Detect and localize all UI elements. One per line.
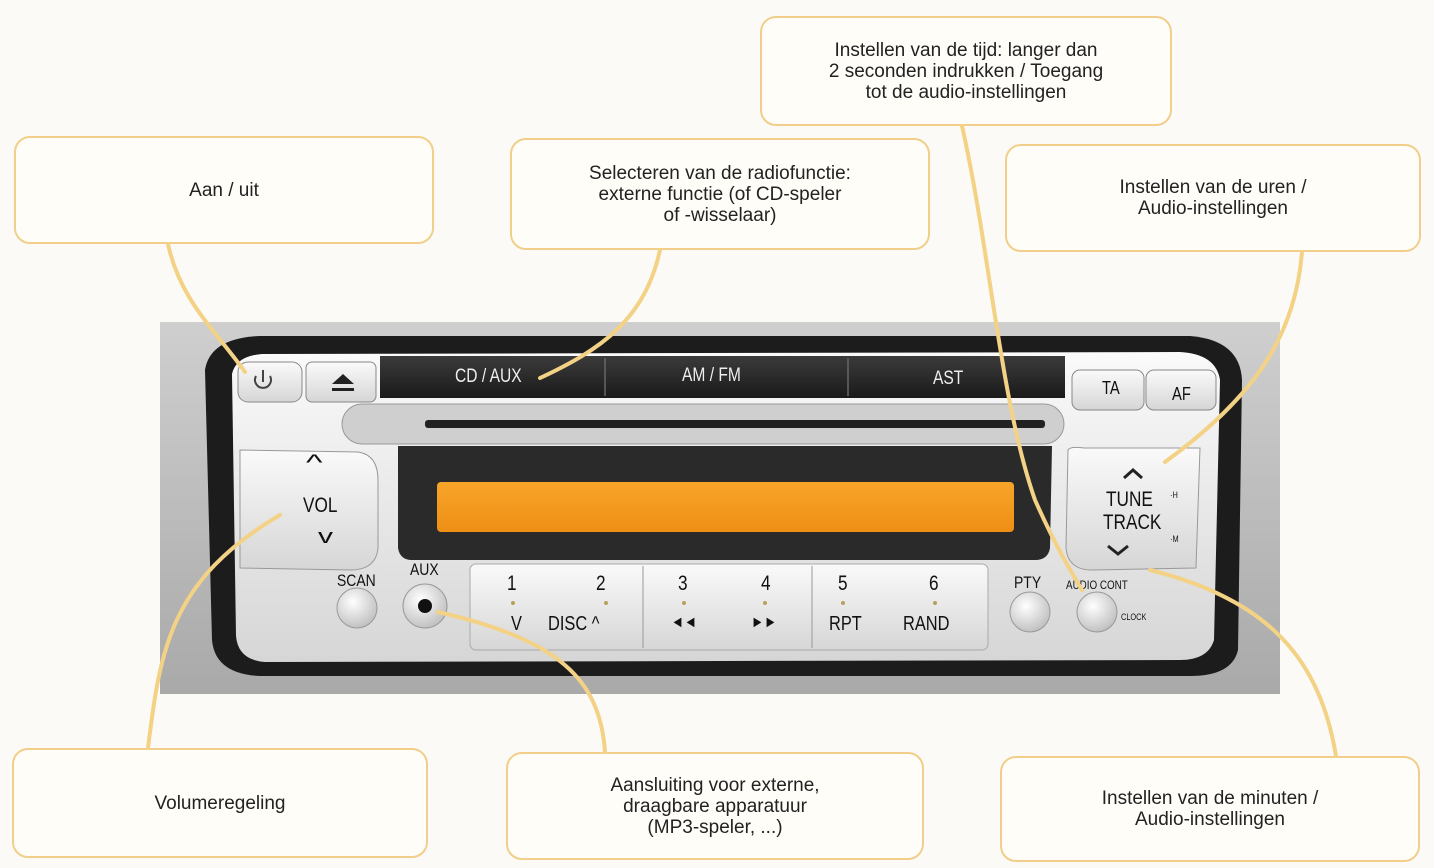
scan-label: SCAN (337, 571, 376, 590)
pty-label: PTY (1014, 573, 1042, 592)
preset-led (604, 601, 608, 605)
preset-5-function: RPT (829, 613, 862, 635)
callout-power-text: Aan / uit (189, 179, 259, 201)
callout-clock-text: Instellen van de tijd: langer dan 2 seco… (828, 39, 1104, 103)
preset-led (511, 601, 515, 605)
audio-cont-button (1076, 591, 1118, 633)
minute-mark: ·M (1170, 534, 1179, 544)
preset-5-number[interactable]: 5 (838, 572, 848, 595)
ast-button-label[interactable]: AST (933, 368, 964, 389)
callout-minutes: Instellen van de minuten / Audio-instell… (1000, 756, 1420, 862)
preset-6-number[interactable]: 6 (929, 572, 939, 595)
scan-button (336, 587, 378, 629)
preset-1-number[interactable]: 1 (507, 572, 517, 595)
preset-4-function: ►► (751, 614, 777, 631)
orange-display (437, 482, 1014, 532)
aux-label: AUX (410, 560, 439, 579)
track-label: TRACK (1103, 511, 1162, 534)
vol-up-icon[interactable]: ^ (306, 450, 323, 475)
ta-button-label[interactable]: TA (1102, 378, 1120, 398)
preset-3-number[interactable]: 3 (678, 572, 688, 595)
am-fm-button-label[interactable]: AM / FM (682, 365, 741, 386)
preset-led (841, 601, 845, 605)
preset-led (682, 601, 686, 605)
callout-volume: Volumeregeling (12, 748, 428, 858)
audio-cont-label: AUDIO CONT (1066, 578, 1128, 592)
callout-aux-jack-text: Aansluiting voor externe, draagbare appa… (610, 774, 820, 838)
callout-mode-select: Selecteren van de radiofunctie: externe … (510, 138, 930, 250)
preset-6-function: RAND (903, 613, 950, 635)
preset-3-function: ◄◄ (671, 614, 697, 631)
preset-2-number[interactable]: 2 (596, 572, 606, 595)
vol-down-icon[interactable]: v (318, 526, 333, 548)
callout-aux-jack: Aansluiting voor externe, draagbare appa… (506, 752, 924, 860)
callout-minutes-text: Instellen van de minuten / Audio-instell… (1101, 788, 1319, 830)
preset-panel (469, 563, 989, 651)
aux-jack-hole (418, 599, 432, 613)
callout-power: Aan / uit (14, 136, 434, 244)
preset-1-function: V (511, 613, 522, 635)
vol-label: VOL (303, 494, 338, 517)
preset-2-function: DISC ^ (548, 613, 600, 635)
tune-label: TUNE (1106, 488, 1153, 511)
top-button-strip (380, 356, 1065, 398)
preset-led (763, 601, 767, 605)
power-icon (254, 375, 272, 389)
preset-led (933, 601, 937, 605)
callout-mode-select-text: Selecteren van de radiofunctie: externe … (589, 162, 851, 226)
af-button-label[interactable]: AF (1172, 384, 1191, 404)
callout-hours-text: Instellen van de uren / Audio-instelling… (1119, 177, 1307, 219)
clock-label: CLOCK (1121, 612, 1147, 622)
callout-clock: Instellen van de tijd: langer dan 2 seco… (760, 16, 1172, 126)
preset-4-number[interactable]: 4 (761, 572, 771, 595)
pty-button (1009, 591, 1051, 633)
callout-volume-text: Volumeregeling (154, 792, 286, 814)
cd-slot (425, 420, 1045, 428)
eject-icon (332, 374, 354, 391)
hour-mark: ·H (1170, 490, 1178, 500)
cd-aux-button-label[interactable]: CD / AUX (455, 366, 522, 387)
